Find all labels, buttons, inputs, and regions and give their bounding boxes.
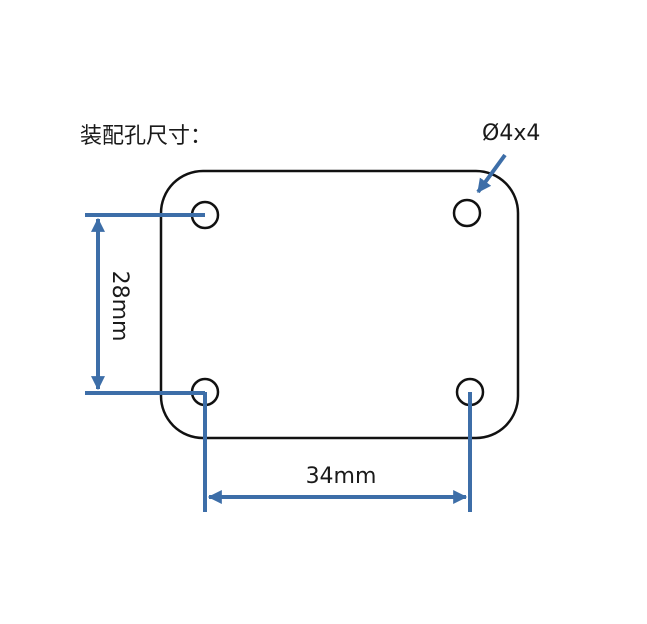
mounting-hole-top-right: [452, 198, 482, 228]
mounting-plate-outline: [159, 169, 520, 440]
hole-callout-arrow: [476, 153, 507, 194]
height-dimension-label: 28mm: [107, 271, 132, 342]
width-dimension-label: 34mm: [306, 464, 377, 489]
hole-callout-label: Ø4x4: [482, 121, 540, 146]
diagram-title: 装配孔尺寸：: [80, 124, 212, 149]
